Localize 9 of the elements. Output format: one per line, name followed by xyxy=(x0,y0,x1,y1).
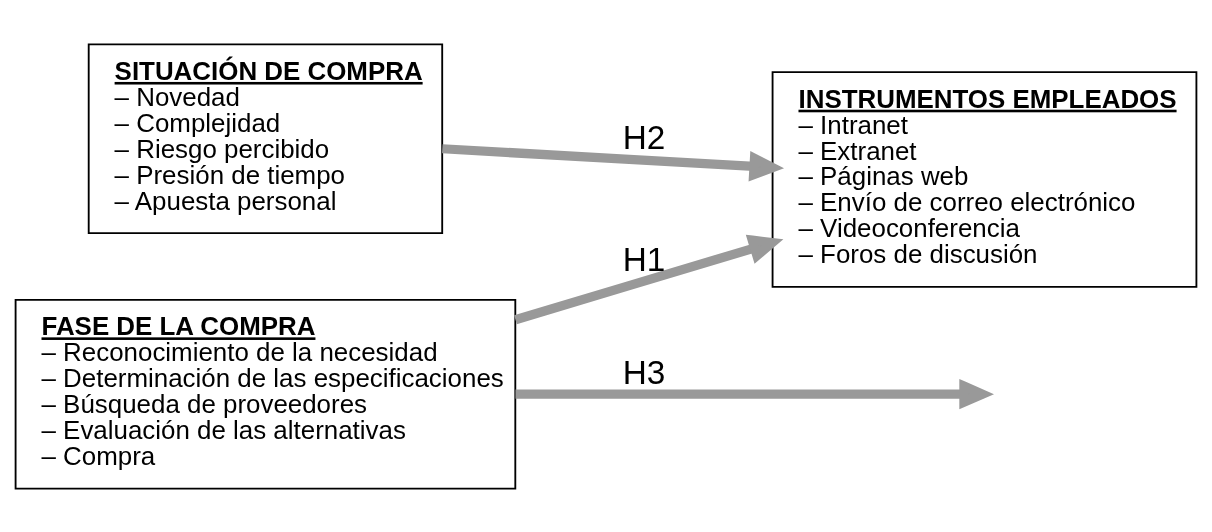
edge-label: H3 xyxy=(622,353,666,391)
node-box: SITUACIÓN DE COMPRA – Novedad – Complejidad – Riesgo percibido – Presión de tiempo – Apuesta personal xyxy=(87,42,444,234)
edge-label: H1 xyxy=(622,240,666,278)
node-box: FASE DE LA COMPRA – Reconocimiento de la necesidad – Determinación de las especificaciones – Búsqueda de proveedores – Evaluación de las alternativas – Compra xyxy=(14,298,517,490)
edge-label: H2 xyxy=(622,118,666,156)
arrow xyxy=(442,143,785,181)
arrow xyxy=(515,378,994,409)
node-box: INSTRUMENTOS EMPLEADOS – Intranet – Extranet – Páginas web – Envío de correo electrónico – Videoconferencia – Foros de discusión xyxy=(771,70,1198,288)
arrow xyxy=(514,234,784,324)
